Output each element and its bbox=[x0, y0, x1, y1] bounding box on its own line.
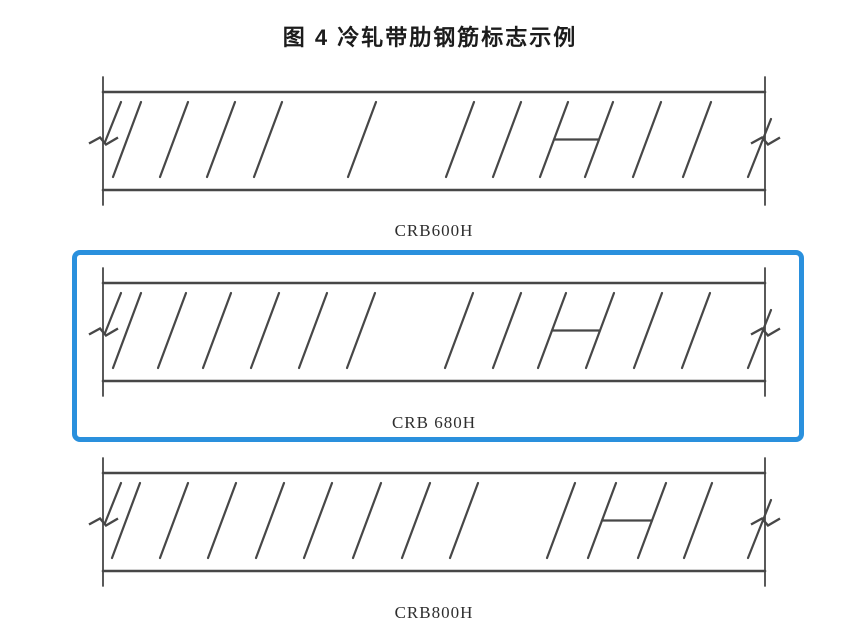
figure-title: 图 4 冷轧带肋钢筋标志示例 bbox=[282, 25, 578, 50]
rib-mark bbox=[681, 100, 713, 179]
rib-mark-clipped bbox=[746, 117, 773, 179]
rib-mark bbox=[111, 100, 143, 179]
rib-mark bbox=[680, 291, 712, 370]
left-break-mark bbox=[88, 516, 119, 528]
rebar-diagram-crb680h bbox=[88, 267, 781, 397]
rebar-label-crb800h: CRB800H bbox=[394, 603, 474, 622]
rib-mark bbox=[111, 291, 143, 370]
rib-mark bbox=[443, 291, 475, 370]
rib-mark bbox=[302, 481, 334, 560]
rebar-diagram-crb600h bbox=[88, 76, 781, 206]
left-break-mark bbox=[88, 135, 119, 147]
rib-mark bbox=[682, 481, 714, 560]
rib-mark-clipped bbox=[746, 308, 773, 370]
rib-mark bbox=[297, 291, 329, 370]
rib-mark-clipped bbox=[746, 498, 773, 560]
right-break-mark bbox=[750, 135, 781, 147]
rib-mark bbox=[345, 291, 377, 370]
right-break-mark bbox=[750, 326, 781, 338]
rib-mark bbox=[545, 481, 577, 560]
rebar-label-crb600h: CRB600H bbox=[394, 221, 474, 240]
rib-mark bbox=[206, 481, 238, 560]
rib-mark bbox=[158, 100, 190, 179]
rib-mark bbox=[631, 100, 663, 179]
rib-mark bbox=[632, 291, 664, 370]
rib-mark bbox=[158, 481, 190, 560]
rib-mark bbox=[400, 481, 432, 560]
rebar-diagram-crb800h bbox=[88, 457, 781, 587]
rib-mark bbox=[346, 100, 378, 179]
rib-mark bbox=[351, 481, 383, 560]
rib-mark bbox=[491, 291, 523, 370]
rib-mark bbox=[205, 100, 237, 179]
rebar-label-crb680h: CRB 680H bbox=[391, 413, 477, 432]
rib-mark bbox=[249, 291, 281, 370]
rib-mark bbox=[254, 481, 286, 560]
rib-mark-clipped bbox=[103, 100, 123, 144]
rib-mark bbox=[252, 100, 284, 179]
highlight-box bbox=[72, 250, 804, 442]
rib-mark-clipped bbox=[103, 291, 123, 335]
right-break-mark bbox=[750, 516, 781, 528]
left-break-mark bbox=[88, 326, 119, 338]
rib-mark bbox=[201, 291, 233, 370]
rib-mark bbox=[491, 100, 523, 179]
rib-mark-clipped bbox=[103, 481, 123, 525]
rib-mark bbox=[448, 481, 480, 560]
rib-mark bbox=[110, 481, 142, 560]
rib-mark bbox=[444, 100, 476, 179]
rib-mark bbox=[156, 291, 188, 370]
